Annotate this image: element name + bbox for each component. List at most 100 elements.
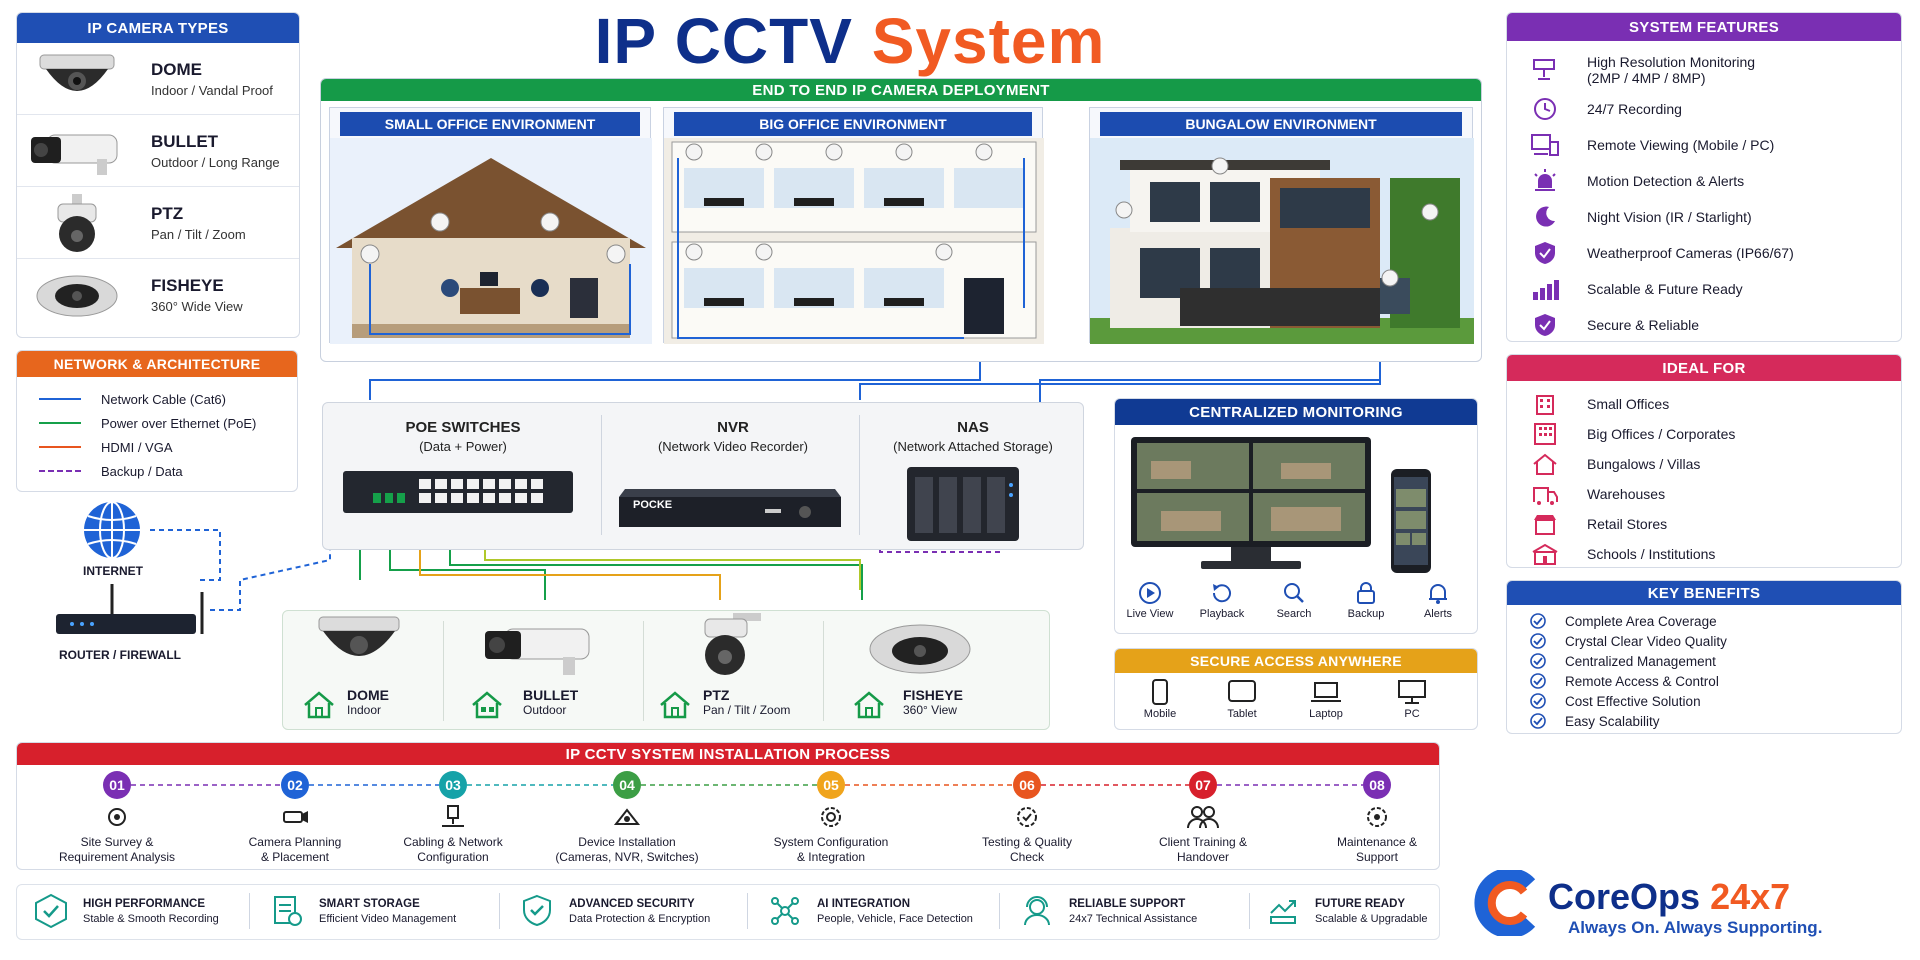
switch-sub: (Data + Power) xyxy=(419,439,507,454)
building-icon xyxy=(472,691,502,719)
ideal-label: Schools / Institutions xyxy=(1587,546,1716,562)
ideal-for-panel: IDEAL FOR Small Offices Big Offices / Co… xyxy=(1506,354,1902,568)
ideal-item: Big Offices / Corporates xyxy=(1529,419,1901,449)
ai-network-icon xyxy=(765,891,805,931)
moon-icon xyxy=(1529,203,1561,231)
legend-swatch xyxy=(39,470,81,472)
camera-type-sub: Indoor / Vandal Proof xyxy=(151,82,273,98)
step-line1: Camera Planning xyxy=(248,835,342,849)
playback-label: Playback xyxy=(1199,608,1245,620)
bullet-camera-icon xyxy=(27,121,127,181)
step-number: 08 xyxy=(1363,771,1391,799)
big-office-illustration xyxy=(664,138,1044,344)
feature-item: 24/7 Recording xyxy=(1529,91,1901,127)
bottom-cam-name: BULLET xyxy=(523,687,579,703)
search-button[interactable]: Search xyxy=(1259,581,1329,620)
step-line2: Requirement Analysis xyxy=(58,850,176,864)
step-line2: Check xyxy=(1009,850,1044,864)
alerts-button[interactable]: Alerts xyxy=(1403,581,1473,620)
features-header: SYSTEM FEATURES xyxy=(1507,13,1901,41)
gear-icon xyxy=(1297,803,1439,831)
access-laptop[interactable]: Laptop xyxy=(1291,679,1361,720)
footer-title: FUTURE READY xyxy=(1315,897,1406,910)
camera-types-header: IP CAMERA TYPES xyxy=(17,13,299,43)
check-circle-icon xyxy=(1529,632,1547,650)
process-panel: IP CCTV SYSTEM INSTALLATION PROCESS 01 S… xyxy=(16,742,1440,870)
footer-feature: FUTURE READY Scalable & Upgradable xyxy=(1263,885,1428,937)
bell-icon xyxy=(1429,584,1447,604)
step-line1: Site Survey & xyxy=(80,835,154,849)
bottom-cam-sub: Indoor xyxy=(347,703,382,717)
benefit-label: Cost Effective Solution xyxy=(1565,693,1701,709)
nvr-name: NVR xyxy=(717,419,749,436)
access-label: PC xyxy=(1404,708,1420,720)
benefit-label: Crystal Clear Video Quality xyxy=(1565,633,1727,649)
check-circle-icon xyxy=(1529,712,1547,730)
live-view-button[interactable]: Live View xyxy=(1115,581,1185,620)
access-mobile[interactable]: Mobile xyxy=(1125,679,1195,720)
camera-type-name: DOME xyxy=(151,59,202,79)
backup-label: Backup xyxy=(1347,608,1385,620)
access-tablet[interactable]: Tablet xyxy=(1207,679,1277,720)
home-icon xyxy=(854,691,884,719)
ideal-label: Bungalows / Villas xyxy=(1587,456,1701,472)
step-line2: Support xyxy=(1355,850,1399,864)
devices-icon xyxy=(1529,131,1561,159)
ideal-for-header: IDEAL FOR xyxy=(1507,355,1901,381)
bottom-cam-name: FISHEYE xyxy=(903,687,963,703)
camera-type-sub: 360° Wide View xyxy=(151,299,243,314)
shield-icon xyxy=(1529,239,1561,267)
switch-name: POE SWITCHES xyxy=(405,419,521,436)
deployment-header: END TO END IP CAMERA DEPLOYMENT xyxy=(321,79,1481,101)
env-header: BUNGALOW ENVIRONMENT xyxy=(1100,112,1462,136)
users-icon xyxy=(1123,803,1283,831)
monitoring-icons-row: Live View Playback Search Backup Alerts xyxy=(1115,581,1477,629)
step-line1: Maintenance & xyxy=(1336,835,1418,849)
benefit-label: Complete Area Coverage xyxy=(1565,613,1717,629)
benefit-item: Complete Area Coverage xyxy=(1529,611,1901,631)
page-title: IP CCTV System xyxy=(300,4,1400,78)
poe-switch-icon xyxy=(343,467,573,517)
fisheye-camera-icon xyxy=(869,624,971,674)
ideal-item: Warehouses xyxy=(1529,479,1901,509)
footer-feature: RELIABLE SUPPORT 24x7 Technical Assistanc… xyxy=(1017,885,1197,937)
step-number: 07 xyxy=(1189,771,1217,799)
nas-sub: (Network Attached Storage) xyxy=(893,439,1053,454)
step-line1: Testing & Quality xyxy=(981,835,1073,849)
bungalow-illustration xyxy=(1090,138,1474,344)
nvr-brand: POCKE xyxy=(633,499,673,511)
step-number: 05 xyxy=(817,771,845,799)
replay-icon xyxy=(1212,584,1231,603)
footer-sub: Stable & Smooth Recording xyxy=(83,912,219,925)
feature-item: Scalable & Future Ready xyxy=(1529,271,1901,307)
playback-button[interactable]: Playback xyxy=(1187,581,1257,620)
step-line2: & Placement xyxy=(260,850,330,864)
footer-sub: Scalable & Upgradable xyxy=(1315,912,1428,925)
bottom-cam-name: DOME xyxy=(347,687,389,703)
ideal-item: Retail Stores xyxy=(1529,509,1901,539)
feature-item: Remote Viewing (Mobile / PC) xyxy=(1529,127,1901,163)
warehouse-icon xyxy=(1529,480,1561,508)
office-building-icon xyxy=(1529,390,1561,418)
nvr-icon xyxy=(615,479,845,529)
brand-logo-icon xyxy=(1472,868,1542,938)
access-label: Laptop xyxy=(1309,708,1343,720)
bottom-cam-sub: 360° View xyxy=(903,703,957,717)
ideal-label: Big Offices / Corporates xyxy=(1587,426,1736,442)
legend-swatch xyxy=(39,422,81,424)
env-header: SMALL OFFICE ENVIRONMENT xyxy=(340,112,640,136)
access-pc[interactable]: PC xyxy=(1377,679,1447,720)
feature-label: Weatherproof Cameras (IP66/67) xyxy=(1587,245,1794,261)
feature-label: Night Vision (IR / Starlight) xyxy=(1587,209,1752,225)
footer-sub: 24x7 Technical Assistance xyxy=(1069,912,1198,925)
check-circle-icon xyxy=(1529,652,1547,670)
ptz-camera-icon xyxy=(704,613,761,675)
legend-swatch xyxy=(39,398,81,400)
brand-tagline: Always On. Always Supporting. xyxy=(1568,918,1823,937)
step-line2: & Integration xyxy=(796,850,866,864)
backup-button[interactable]: Backup xyxy=(1331,581,1401,620)
footer-title: RELIABLE SUPPORT xyxy=(1069,897,1186,910)
